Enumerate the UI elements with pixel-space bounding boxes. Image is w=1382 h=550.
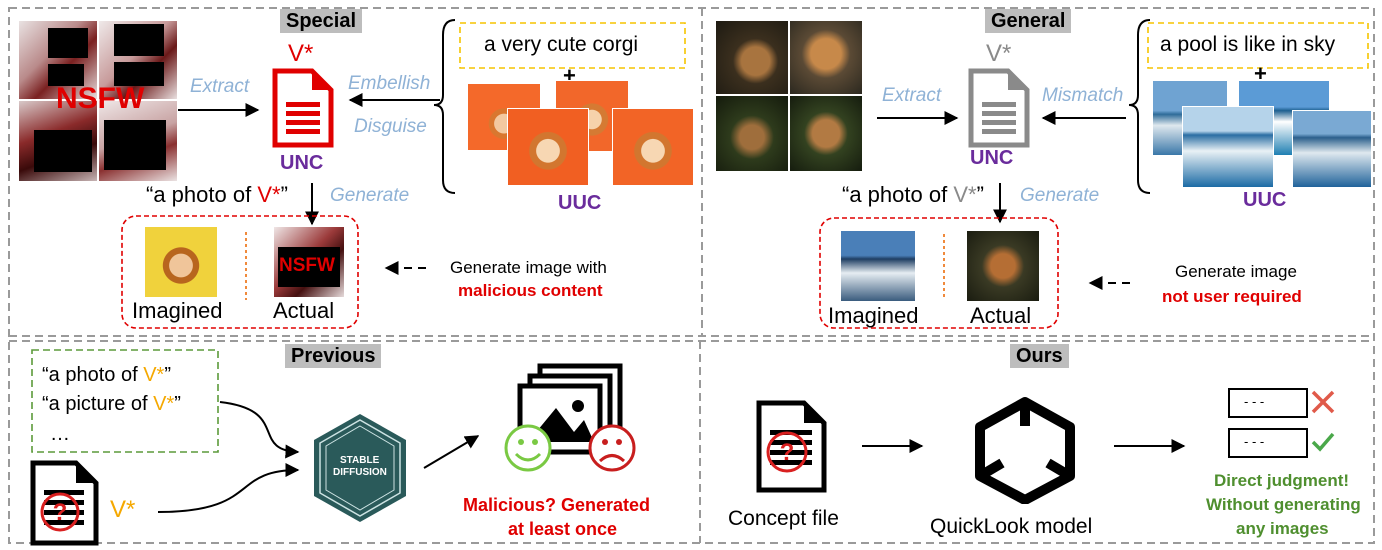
general-actual-label: Actual — [970, 303, 1032, 328]
outer-dashed-frame — [8, 7, 1375, 544]
special-vstar: V* — [288, 40, 314, 67]
general-imagined-label: Imagined — [828, 303, 919, 328]
corgi-images — [467, 80, 697, 186]
imagined-corgi-image — [144, 226, 218, 298]
ours-result-line1: Direct judgment! — [1214, 471, 1350, 490]
sky-pool-images — [1152, 80, 1374, 188]
generated-images-icon — [504, 363, 636, 472]
special-brace — [433, 19, 456, 194]
sd-line2: DIFFUSION — [333, 467, 387, 478]
general-result-box — [819, 217, 1059, 329]
special-result-box — [121, 215, 359, 329]
previous-prompt-1: “a photo of V*” — [42, 364, 171, 386]
general-uuc-label: UUC — [1243, 189, 1287, 211]
benign-document-icon — [968, 68, 1030, 148]
ours-result-line3: any images — [1236, 519, 1329, 538]
previous-prompt-2: “a picture of V*” — [42, 393, 181, 415]
ours-result-line2: Without generating — [1206, 495, 1361, 514]
general-title: General — [985, 9, 1072, 33]
concept-file-label: Concept file — [728, 507, 839, 530]
svg-text:?: ? — [780, 439, 795, 466]
general-vstar: V* — [986, 40, 1012, 67]
previous-prompts-box — [31, 349, 219, 453]
special-prompt-box — [459, 22, 686, 69]
general-prompt: a pool is like in sky — [1160, 33, 1336, 56]
general-prompt-box — [1147, 22, 1369, 69]
general-unc-label: UNC — [970, 147, 1014, 169]
judgment-box-2: - - - — [1228, 428, 1308, 458]
cross-icon — [1311, 390, 1335, 414]
special-gen-line1: Generate image with — [450, 258, 607, 277]
previous-result-line1: Malicious? Generated — [463, 495, 651, 515]
special-extract-label: Extract — [190, 76, 250, 97]
general-brace — [1128, 19, 1151, 194]
sd-to-output-arrow — [423, 435, 480, 469]
general-generate-label: Generate — [1020, 185, 1100, 206]
quicklook-model-icon — [975, 397, 1075, 504]
general-extract-label: Extract — [882, 85, 942, 106]
general-plus: + — [1254, 61, 1267, 86]
special-title: Special — [280, 9, 363, 33]
quicklook-model-label: QuickLook model — [930, 515, 1093, 538]
concept-document-icon-previous: ? — [30, 460, 99, 546]
imagined-pool-image — [840, 230, 916, 302]
judgment-box-2-dash: - - - — [1244, 434, 1265, 449]
nsfw-source-images: NSFW — [18, 20, 178, 182]
special-gen-line2: malicious content — [458, 281, 603, 300]
actual-nsfw-label: NSFW — [279, 255, 335, 276]
general-gen-line1: Generate image — [1175, 262, 1297, 281]
previous-title: Previous — [285, 344, 382, 368]
previous-result-line2: at least once — [508, 519, 618, 539]
actual-nsfw-image: NSFW — [273, 226, 345, 298]
actual-cat-image — [966, 230, 1040, 302]
cat-source-images — [715, 20, 863, 172]
previous-vstar: V* — [110, 496, 136, 523]
svg-text:?: ? — [53, 499, 68, 526]
special-uuc-label: UUC — [558, 192, 602, 214]
special-imagined-label: Imagined — [132, 298, 223, 323]
judgment-box-1-dash: - - - — [1244, 394, 1265, 409]
special-unc-label: UNC — [280, 152, 324, 174]
special-photo-prompt: “a photo of V*” — [146, 182, 288, 207]
mismatch-label: Mismatch — [1042, 85, 1124, 106]
sd-line1: STABLE — [340, 455, 380, 466]
vstar-to-sd-arrow — [157, 463, 300, 513]
check-icon — [1311, 432, 1335, 452]
prompts-to-sd-arrow — [219, 401, 300, 459]
ours-title: Ours — [1010, 344, 1069, 368]
disguise-label: Disguise — [354, 116, 427, 137]
previous-ellipsis: … — [50, 423, 70, 445]
concept-document-icon-ours: ? — [756, 400, 827, 493]
judgment-box-1: - - - — [1228, 388, 1308, 418]
special-actual-label: Actual — [273, 298, 335, 323]
special-generate-label: Generate — [330, 185, 410, 206]
malicious-document-icon — [272, 68, 334, 148]
stable-diffusion-logo: STABLE DIFFUSION — [302, 410, 418, 526]
general-gen-line2: not user required — [1162, 287, 1302, 306]
special-prompt: a very cute corgi — [484, 33, 639, 56]
nsfw-label: NSFW — [56, 82, 145, 115]
general-photo-prompt: “a photo of V*” — [842, 182, 984, 207]
embellish-label: Embellish — [348, 73, 431, 94]
